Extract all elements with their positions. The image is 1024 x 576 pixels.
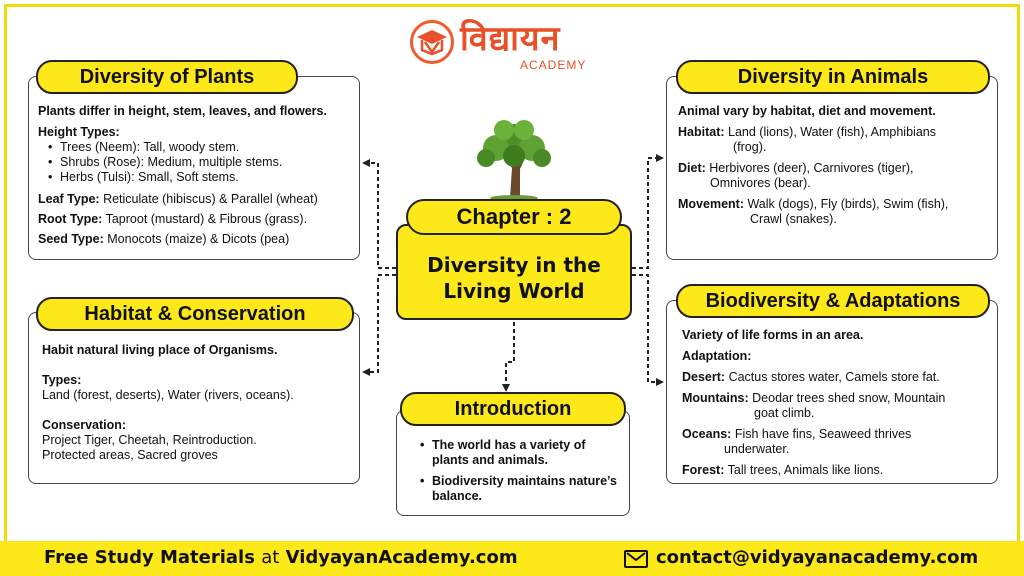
logo[interactable]: विद्यायन ACADEMY <box>410 16 610 74</box>
list-item: Shrubs (Rose): Medium, multiple stems. <box>38 155 356 170</box>
habitat-types-label: Types: <box>42 373 82 387</box>
habitat-cons-label: Conservation: <box>42 418 127 432</box>
bio-adapt-label: Adaptation: <box>682 349 752 363</box>
introduction-title: Introduction <box>400 392 626 426</box>
animals-content: Animal vary by habitat, diet and movemen… <box>678 104 994 227</box>
plants-root: Root Type: Taproot (mustard) & Fibrous (… <box>38 212 308 226</box>
animals-diet: Diet: Herbivores (deer), Carnivores (tig… <box>678 161 914 175</box>
habitat-panel <box>28 312 360 484</box>
habitat-cons-line2: Protected areas, Sacred groves <box>42 448 218 462</box>
plants-height-list: Trees (Neem): Tall, woody stem. Shrubs (… <box>38 140 356 185</box>
habitat-content: Habit natural living place of Organisms.… <box>42 343 354 463</box>
central-title-line2: Living World <box>443 279 585 303</box>
biodiversity-content: Variety of life forms in an area. Adapta… <box>682 328 994 478</box>
connector-to-habitat <box>366 274 396 373</box>
bio-intro: Variety of life forms in an area. <box>682 328 864 342</box>
central-topic: Diversity in the Living World <box>396 224 632 320</box>
footer-email[interactable]: contact@vidyayanacademy.com <box>656 547 979 568</box>
connector-to-introduction <box>505 322 515 386</box>
animals-title: Diversity in Animals <box>676 60 990 94</box>
list-item: Herbs (Tulsi): Small, Soft stems. <box>38 170 356 185</box>
logo-name: विद्यायन <box>460 19 561 59</box>
bio-oceans-cont: underwater. <box>724 442 790 456</box>
habitat-types-value: Land (forest, deserts), Water (rivers, o… <box>42 388 294 402</box>
bio-mountains: Mountains: Deodar trees shed snow, Mount… <box>682 391 946 405</box>
plants-seed: Seed Type: Monocots (maize) & Dicots (pe… <box>38 232 290 246</box>
list-item: The world has a variety of plants and an… <box>410 438 624 468</box>
animals-habitat: Habitat: Land (lions), Water (fish), Amp… <box>678 125 936 139</box>
tree-icon <box>477 120 551 200</box>
introduction-list: The world has a variety of plants and an… <box>410 438 624 504</box>
animals-habitat-cont: (frog). <box>733 140 767 154</box>
footer: Free Study Materials at VidyayanAcademy.… <box>0 541 1024 576</box>
animals-movement: Movement: Walk (dogs), Fly (birds), Swim… <box>678 197 949 211</box>
logo-subtitle: ACADEMY <box>520 58 587 72</box>
animals-movement-cont: Crawl (snakes). <box>750 212 837 226</box>
bio-mountains-cont: goat climb. <box>754 406 815 420</box>
habitat-intro: Habit natural living place of Organisms. <box>42 343 278 357</box>
introduction-content: The world has a variety of plants and an… <box>410 438 624 504</box>
bio-oceans: Oceans: Fish have fins, Seaweed thrives <box>682 427 912 441</box>
central-title: Diversity in the Living World <box>398 252 630 304</box>
plants-leaf: Leaf Type: Reticulate (hibiscus) & Paral… <box>38 192 318 206</box>
animals-intro: Animal vary by habitat, diet and movemen… <box>678 104 936 118</box>
footer-study-materials[interactable]: Free Study Materials at VidyayanAcademy.… <box>44 547 518 568</box>
bio-forest: Forest: Tall trees, Animals like lions. <box>682 463 884 477</box>
animals-diet-cont: Omnivores (bear). <box>710 176 811 190</box>
plants-content: Plants differ in height, stem, leaves, a… <box>38 104 356 247</box>
plants-title: Diversity of Plants <box>36 60 298 94</box>
list-item: Biodiversity maintains nature’s balance. <box>410 474 624 504</box>
connector-to-plants <box>366 162 396 269</box>
habitat-cons-line1: Project Tiger, Cheetah, Reintroduction. <box>42 433 257 447</box>
connector-to-biodiversity <box>632 274 660 383</box>
biodiversity-panel <box>666 300 998 484</box>
habitat-title: Habitat & Conservation <box>36 297 354 331</box>
plants-height-label: Height Types: <box>38 125 120 139</box>
connector-to-animals <box>632 157 660 269</box>
central-title-line1: Diversity in the <box>427 253 601 277</box>
bio-desert: Desert: Cactus stores water, Camels stor… <box>682 370 940 384</box>
biodiversity-title: Biodiversity & Adaptations <box>676 284 990 318</box>
mail-icon <box>624 550 648 568</box>
list-item: Trees (Neem): Tall, woody stem. <box>38 140 356 155</box>
chapter-label: Chapter : 2 <box>406 199 622 235</box>
plants-intro: Plants differ in height, stem, leaves, a… <box>38 104 327 118</box>
logo-mark <box>410 20 454 64</box>
